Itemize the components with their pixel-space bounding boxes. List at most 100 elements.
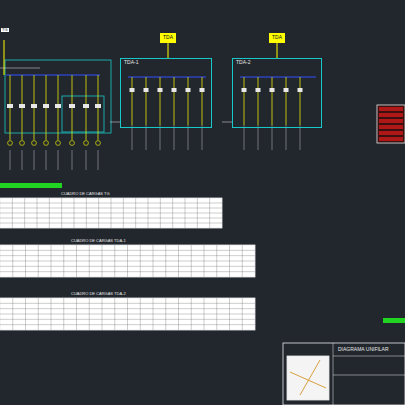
breaker-symbol <box>43 104 49 108</box>
bus-bar <box>240 76 316 77</box>
table-rule <box>185 198 186 228</box>
title-rule <box>333 375 405 376</box>
note-line <box>86 150 87 170</box>
green-bar <box>0 183 62 188</box>
breaker-symbol <box>270 88 275 92</box>
table-rule <box>111 198 112 228</box>
note-line <box>22 150 23 170</box>
note-line <box>98 150 99 170</box>
note-line <box>258 125 259 150</box>
table-rule <box>153 245 154 277</box>
table-rule <box>178 298 179 330</box>
load-symbol <box>44 141 49 146</box>
bus-bar <box>128 76 206 77</box>
table-rule <box>37 198 38 228</box>
table-rule <box>204 298 205 330</box>
branch-circuit <box>258 77 259 125</box>
table-rule <box>135 198 136 228</box>
table-title: CUADRO DE CARGAS TDA-1 <box>70 239 127 243</box>
breaker-symbol <box>69 104 75 108</box>
note-line <box>188 125 189 150</box>
node-label: TDA-2 <box>236 60 318 66</box>
table-rule <box>102 245 103 277</box>
table-rule <box>140 245 141 277</box>
note-line <box>146 125 147 150</box>
feeder-box: TDA <box>269 33 285 43</box>
table-rule <box>63 245 64 277</box>
breaker-symbol <box>298 88 303 92</box>
note-line <box>58 150 59 170</box>
breaker-symbol <box>144 88 149 92</box>
table-rule <box>12 298 13 330</box>
branch-circuit <box>300 77 301 125</box>
note-line <box>46 150 47 170</box>
breaker-symbol <box>83 104 89 108</box>
table-rule <box>153 298 154 330</box>
table-rule <box>12 245 13 277</box>
table-title: CUADRO DE CARGAS TDA-2 <box>70 292 127 296</box>
table-rule <box>25 298 26 330</box>
breaker-symbol <box>55 104 61 108</box>
note-line <box>132 125 133 150</box>
title-rule <box>333 343 334 405</box>
load-symbol <box>84 141 89 146</box>
breaker-symbol <box>284 88 289 92</box>
red-cell <box>379 137 403 141</box>
table-rule <box>191 298 192 330</box>
node-label: TDA <box>272 35 282 41</box>
table-rule <box>76 245 77 277</box>
table-rule <box>165 245 166 277</box>
table-rule <box>204 245 205 277</box>
distribution-panel: TDA-2 <box>232 58 322 128</box>
table-rule <box>191 245 192 277</box>
table-rule <box>89 298 90 330</box>
breaker-symbol <box>130 88 135 92</box>
table-rule <box>242 298 243 330</box>
note-line <box>286 125 287 150</box>
table-rule <box>49 198 50 228</box>
load-symbol <box>56 141 61 146</box>
table-rule <box>165 298 166 330</box>
breaker-symbol <box>186 88 191 92</box>
feeder-cable <box>277 43 278 58</box>
note-line <box>72 150 73 170</box>
table-title: CUADRO DE CARGAS TG <box>60 192 111 196</box>
table-rule <box>140 298 141 330</box>
branch-circuit <box>160 77 161 125</box>
branch-circuit <box>272 77 273 125</box>
table-rule <box>160 198 161 228</box>
table-rule <box>242 245 243 277</box>
breaker-symbol <box>7 104 13 108</box>
table-rule <box>114 245 115 277</box>
table-rule <box>51 298 52 330</box>
branch-circuit <box>174 77 175 125</box>
table-rule <box>38 298 39 330</box>
red-cell <box>379 131 403 135</box>
branch-circuit <box>244 77 245 125</box>
load-symbol <box>70 141 75 146</box>
breaker-symbol <box>95 104 101 108</box>
branch-circuit <box>146 77 147 125</box>
load-symbol <box>20 141 25 146</box>
green-bar <box>383 318 405 323</box>
table-rule <box>178 245 179 277</box>
breaker-symbol <box>19 104 25 108</box>
branch-circuit <box>202 77 203 125</box>
load-table <box>0 245 255 277</box>
table-rule <box>209 198 210 228</box>
note-line <box>0 68 40 69</box>
branch-circuit <box>188 77 189 125</box>
feeder-cable <box>168 43 169 58</box>
table-rule <box>123 198 124 228</box>
note-line <box>202 125 203 150</box>
table-rule <box>127 298 128 330</box>
feeder-tag: TG <box>1 28 9 32</box>
note-line <box>10 150 11 170</box>
table-rule <box>216 298 217 330</box>
table-rule <box>197 198 198 228</box>
table-rule <box>76 298 77 330</box>
note-line <box>272 125 273 150</box>
breaker-symbol <box>172 88 177 92</box>
